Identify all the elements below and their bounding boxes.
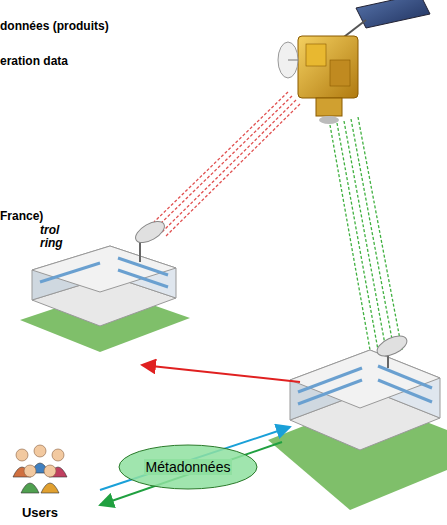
uplink-beam bbox=[154, 92, 300, 236]
users-label: Users bbox=[8, 505, 72, 520]
response-arrow bbox=[100, 442, 282, 505]
control-centre-building bbox=[20, 217, 190, 352]
metadata-ellipse: Métadonnées bbox=[118, 444, 258, 490]
users-node: Users bbox=[8, 441, 72, 523]
caption-text: données (produits) bbox=[0, 20, 109, 33]
caption-text: France) bbox=[0, 210, 43, 223]
caption-text: ring bbox=[40, 237, 63, 250]
node-label: Métadonnées bbox=[144, 459, 233, 475]
downlink-beam bbox=[330, 117, 402, 350]
reception-station-building bbox=[268, 332, 447, 510]
caption-text: eration data bbox=[0, 55, 68, 68]
satellite bbox=[278, 0, 430, 124]
request-arrow bbox=[100, 427, 290, 490]
transfer-arrow bbox=[142, 365, 300, 382]
caption-text: trol bbox=[40, 224, 59, 237]
users-icon bbox=[8, 441, 72, 503]
